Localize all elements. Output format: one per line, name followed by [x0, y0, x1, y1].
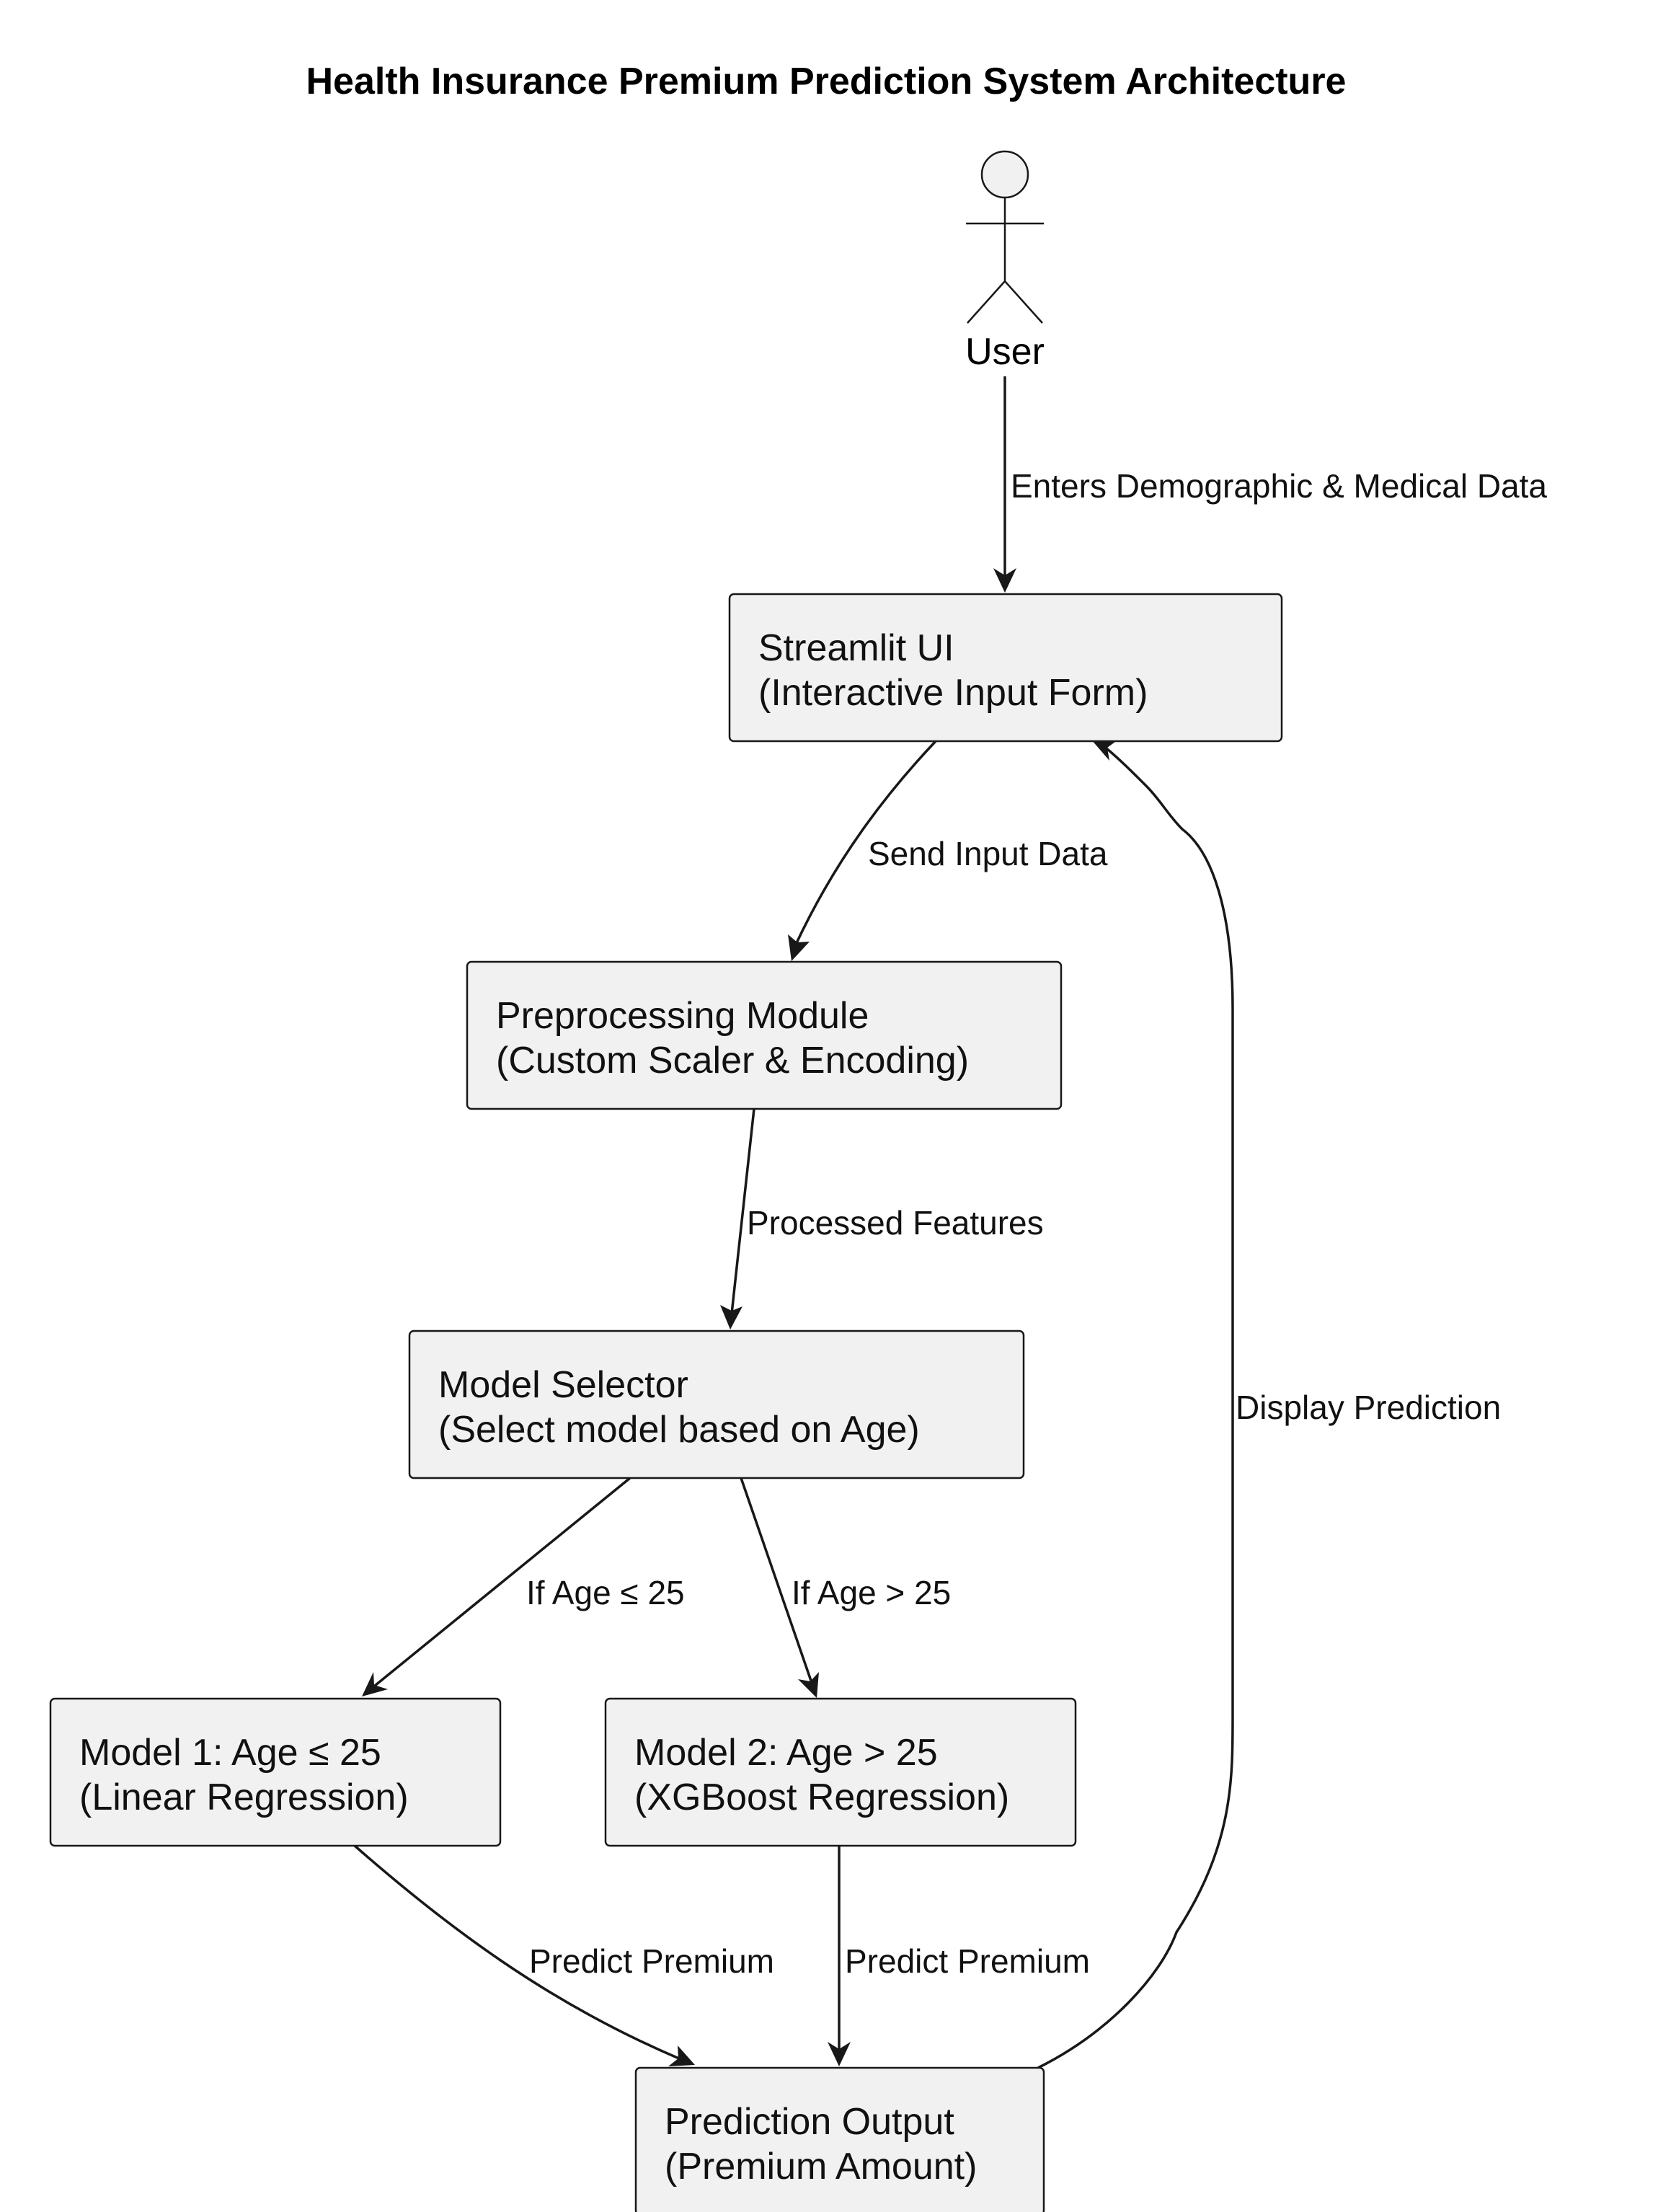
node-model-selector-subtitle: (Select model based on Age)	[438, 1409, 920, 1451]
edge-label-selector-to-model2: If Age > 25	[792, 1574, 951, 1611]
node-prediction-output-title: Prediction Output	[665, 2101, 954, 2143]
node-preprocessing: Preprocessing Module (Custom Scaler & En…	[466, 960, 1063, 1110]
edge-selector-to-model1	[373, 1477, 631, 1687]
edge-label-ui-to-preprocessing: Send Input Data	[868, 835, 1108, 872]
edge-ui-to-preprocessing	[794, 740, 937, 947]
node-streamlit-ui-subtitle: (Interactive Input Form)	[758, 672, 1148, 714]
actor-head-icon	[980, 150, 1029, 199]
node-streamlit-ui-title: Streamlit UI	[758, 627, 954, 669]
edge-label-selector-to-model1: If Age ≤ 25	[526, 1574, 685, 1611]
edge-label-model1-to-output: Predict Premium	[529, 1942, 774, 1980]
node-model-selector-title: Model Selector	[438, 1364, 688, 1406]
edge-model1-to-output	[353, 1844, 681, 2061]
user-actor: User	[965, 150, 1045, 373]
edge-label-preprocessing-to-selector: Processed Features	[747, 1204, 1044, 1242]
edge-output-to-ui	[1037, 744, 1234, 2069]
edges: Enters Demographic & Medical Data Send I…	[353, 376, 1547, 2069]
diagram-title: Health Insurance Premium Prediction Syst…	[306, 61, 1347, 102]
edge-selector-to-model2	[740, 1477, 813, 1684]
node-preprocessing-title: Preprocessing Module	[496, 995, 869, 1037]
node-preprocessing-subtitle: (Custom Scaler & Encoding)	[496, 1040, 969, 1081]
node-model2-subtitle: (XGBoost Regression)	[634, 1777, 1009, 1818]
node-model1: Model 1: Age ≤ 25 (Linear Regression)	[49, 1697, 502, 1847]
node-prediction-output: Prediction Output (Premium Amount)	[634, 2066, 1045, 2212]
node-streamlit-ui: Streamlit UI (Interactive Input Form)	[728, 593, 1283, 743]
edge-label-output-to-ui: Display Prediction	[1236, 1389, 1501, 1426]
node-model2: Model 2: Age > 25 (XGBoost Regression)	[604, 1697, 1077, 1847]
node-model2-title: Model 2: Age > 25	[634, 1732, 938, 1774]
node-model-selector: Model Selector (Select model based on Ag…	[408, 1330, 1025, 1479]
actor-label: User	[965, 331, 1045, 373]
edge-label-model2-to-output: Predict Premium	[845, 1942, 1090, 1980]
node-prediction-output-subtitle: (Premium Amount)	[665, 2146, 977, 2187]
node-model1-subtitle: (Linear Regression)	[79, 1777, 409, 1818]
node-model1-title: Model 1: Age ≤ 25	[79, 1732, 381, 1774]
edge-preprocessing-to-selector	[730, 1108, 755, 1314]
edge-label-user-to-ui: Enters Demographic & Medical Data	[1011, 467, 1547, 505]
